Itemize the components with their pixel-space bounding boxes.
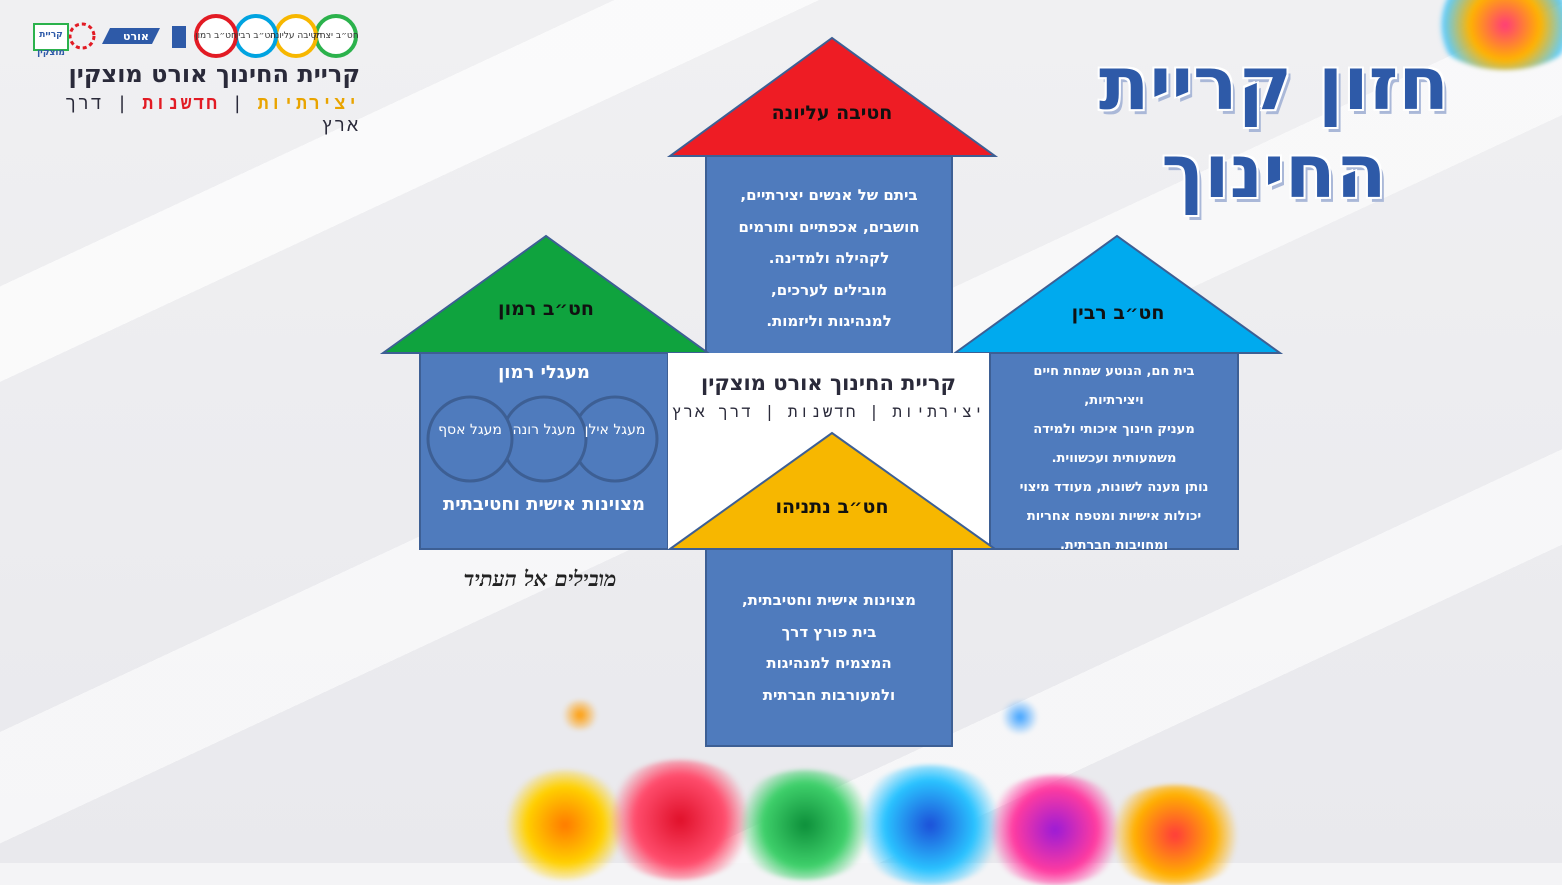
label-right: חט״ב רבין — [1071, 302, 1165, 324]
text-line: מובילים לערכים, — [771, 280, 887, 299]
roof-right — [951, 234, 1284, 354]
text-line: מצוינות אישית וחטיבתית, — [741, 591, 917, 609]
roof-left — [379, 234, 712, 354]
panel-right — [989, 352, 1239, 550]
text-line: ולמעורבות חברתית — [762, 685, 896, 704]
left-heading: מעגלי רמון — [498, 362, 590, 383]
center-title: קריית החינוך אורט מוצקין — [700, 371, 956, 395]
text-line: ומחויבות חברתית. — [1059, 538, 1169, 553]
text-line: בית פורץ דרך — [781, 622, 877, 641]
brand-sub-part: חדשנות — [142, 93, 220, 114]
label-left: חט״ב רמון — [498, 298, 594, 320]
text-line: חושבים, אכפתיים ותורמים — [738, 217, 920, 236]
panel-top-text: ביתם של אנשים יצירתיים, חושבים, אכפתיים … — [712, 180, 946, 338]
text-line: יכולות אישיות ומטפח אחריות — [1026, 509, 1202, 524]
brand-sub-sep: | — [219, 93, 258, 114]
text-line: למנהיגות וליזמות. — [766, 312, 892, 330]
brand-sub-part: יצירתיות — [257, 93, 360, 114]
left-footer: מצוינות אישית וחטיבתית — [442, 494, 645, 515]
circle-asaf — [426, 395, 514, 483]
circle-label: מעגל אילן — [584, 422, 646, 438]
center-subtitle: יצירתיות | חדשנות | דרך ארץ — [671, 402, 986, 421]
text-line: ויצירתיות, — [1084, 393, 1144, 408]
circle-label: מעגל רונה — [512, 422, 576, 438]
page-title: חזון קריית החינוך — [1098, 41, 1450, 215]
bottom-roof-layer — [666, 431, 999, 550]
brand-title: קריית החינוך אורט מוצקין — [68, 60, 360, 88]
text-line: מעניק חינוך איכותי ולמידה — [1033, 422, 1195, 437]
brand-sub-sep: | — [103, 93, 143, 114]
slogan: מובילים אל העתיד — [463, 566, 617, 591]
roof-top — [666, 36, 999, 157]
text-line: לקהילה ולמדינה. — [768, 249, 890, 267]
roof-bottom — [666, 431, 999, 550]
text-line: בית חם, הנוטע שמחת חיים — [1033, 364, 1195, 379]
circle-label: מעגל אסף — [438, 422, 502, 438]
text-line: נותן מענה לשונות, מעודד מיצוי — [1019, 480, 1209, 495]
label-top: חטיבה עליונה — [771, 102, 893, 124]
text-line: משמעותית ועכשווית. — [1051, 451, 1177, 466]
label-bottom: חט״ב נתניהו — [775, 496, 889, 518]
text-line: ביתם של אנשים יצירתיים, — [740, 186, 918, 204]
brand-subtitle: יצירתיות | חדשנות | דרך ארץ — [30, 93, 360, 137]
ort-logo-icon — [102, 28, 160, 44]
panel-bottom-text: מצוינות אישית וחטיבתית, בית פורץ דרך המצ… — [712, 585, 946, 711]
vision-diagram — [379, 36, 1284, 747]
panel-right-text: בית חם, הנוטע שמחת חיים ויצירתיות, מעניק… — [994, 357, 1234, 560]
text-line: המצמיח למנהיגות — [766, 654, 892, 672]
brand-sub-part: דרך ארץ — [65, 93, 360, 136]
logo-badge-icon — [194, 14, 358, 58]
state-emblem-icon — [172, 26, 186, 48]
partner-logos: חט״ב יצחק חטיבה עליונה חט״ב רבין חט״ב רמ… — [30, 12, 360, 60]
